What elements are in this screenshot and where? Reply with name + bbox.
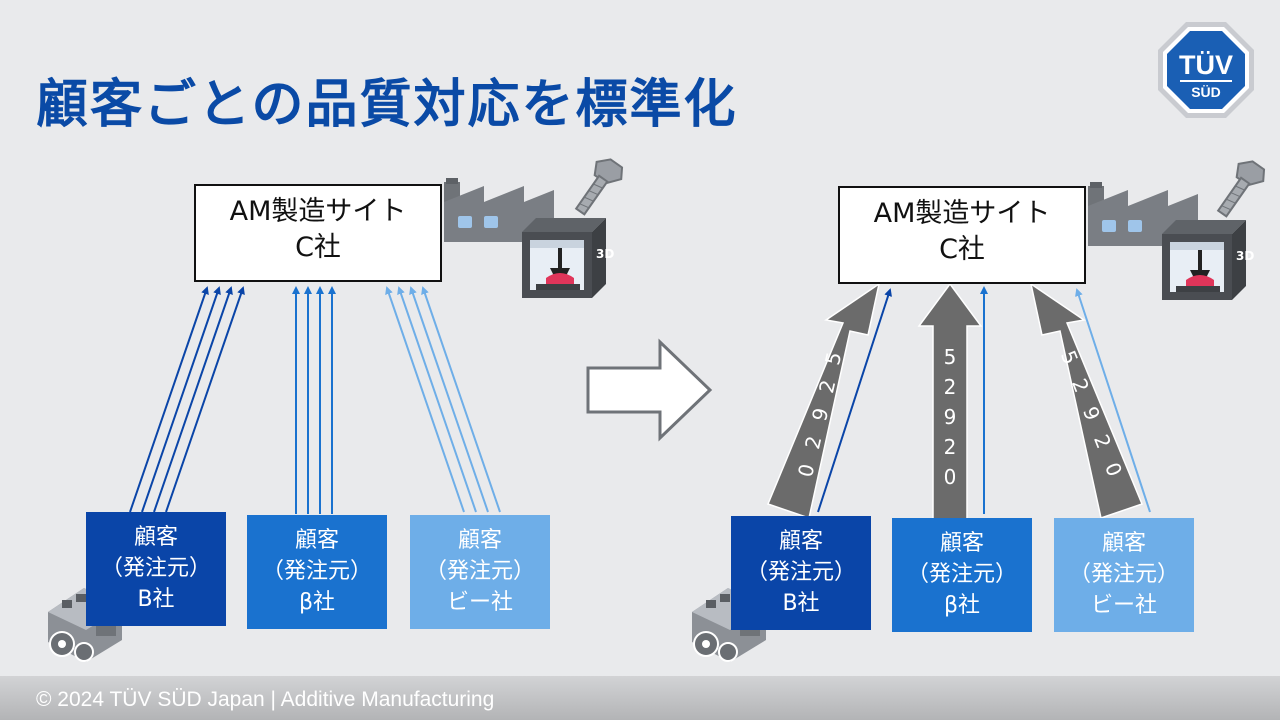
customer-box-bi: 顧客 （発注元） ビー社	[1054, 518, 1194, 632]
logo-text-tuv: TÜV	[1179, 50, 1233, 80]
standard-label-b: 5 2 9 2 0	[793, 350, 846, 480]
svg-text:2: 2	[944, 375, 957, 399]
customer-box-b: 顧客 （発注元） B社	[86, 512, 226, 626]
svg-text:9: 9	[807, 406, 833, 424]
svg-text:2: 2	[944, 435, 957, 459]
site-company: C社	[939, 234, 985, 265]
bolt-icon	[1208, 154, 1270, 224]
svg-text:9: 9	[944, 405, 957, 429]
right-diagram: 5 2 9 2 0 5 2 9 2 0 5 2 9 2 0	[691, 154, 1270, 663]
svg-text:0: 0	[944, 465, 957, 489]
svg-text:2: 2	[800, 434, 826, 452]
left-diagram	[47, 152, 628, 663]
site-box-right: AM製造サイト C社	[838, 186, 1086, 284]
bolt-icon	[566, 152, 628, 222]
customer-box-b: 顧客 （発注元） B社	[731, 516, 871, 630]
site-company: C社	[295, 232, 341, 263]
big-arrow-bi	[1029, 282, 1143, 519]
customer-box-bi: 顧客 （発注元） ビー社	[410, 515, 550, 629]
3d-printer-icon	[522, 218, 615, 298]
svg-text:5: 5	[944, 345, 957, 369]
svg-text:0: 0	[793, 462, 819, 480]
page-title: 顧客ごとの品質対応を標準化	[36, 75, 738, 135]
arrows-from-beta	[292, 286, 336, 514]
big-arrow-b	[767, 282, 881, 519]
arrows-from-bi	[385, 286, 501, 513]
3d-printer-icon	[1162, 220, 1255, 300]
right-arrow-icon	[586, 338, 713, 442]
arrows-from-b	[129, 286, 245, 513]
customer-box-beta: 顧客 （発注元） β社	[247, 515, 387, 629]
tuv-sud-logo: TÜV SÜD	[1158, 22, 1254, 118]
customer-box-beta: 顧客 （発注元） β社	[892, 518, 1032, 632]
big-arrow-beta	[917, 282, 983, 521]
logo-text-sud: SÜD	[1191, 84, 1221, 100]
arrow-from-bi	[1075, 288, 1151, 513]
arrow-from-b	[817, 288, 892, 513]
site-box-left: AM製造サイト C社	[194, 184, 442, 282]
footer-bar: © 2024 TÜV SÜD Japan | Additive Manufact…	[0, 676, 1280, 720]
site-name: AM製造サイト	[873, 198, 1051, 229]
standard-label-beta: 5 2 9 2 0	[944, 345, 957, 489]
footer-copyright: © 2024 TÜV SÜD Japan | Additive Manufact…	[36, 688, 495, 711]
site-name: AM製造サイト	[229, 196, 407, 227]
svg-text:2: 2	[814, 378, 840, 396]
svg-text:5: 5	[820, 350, 846, 368]
